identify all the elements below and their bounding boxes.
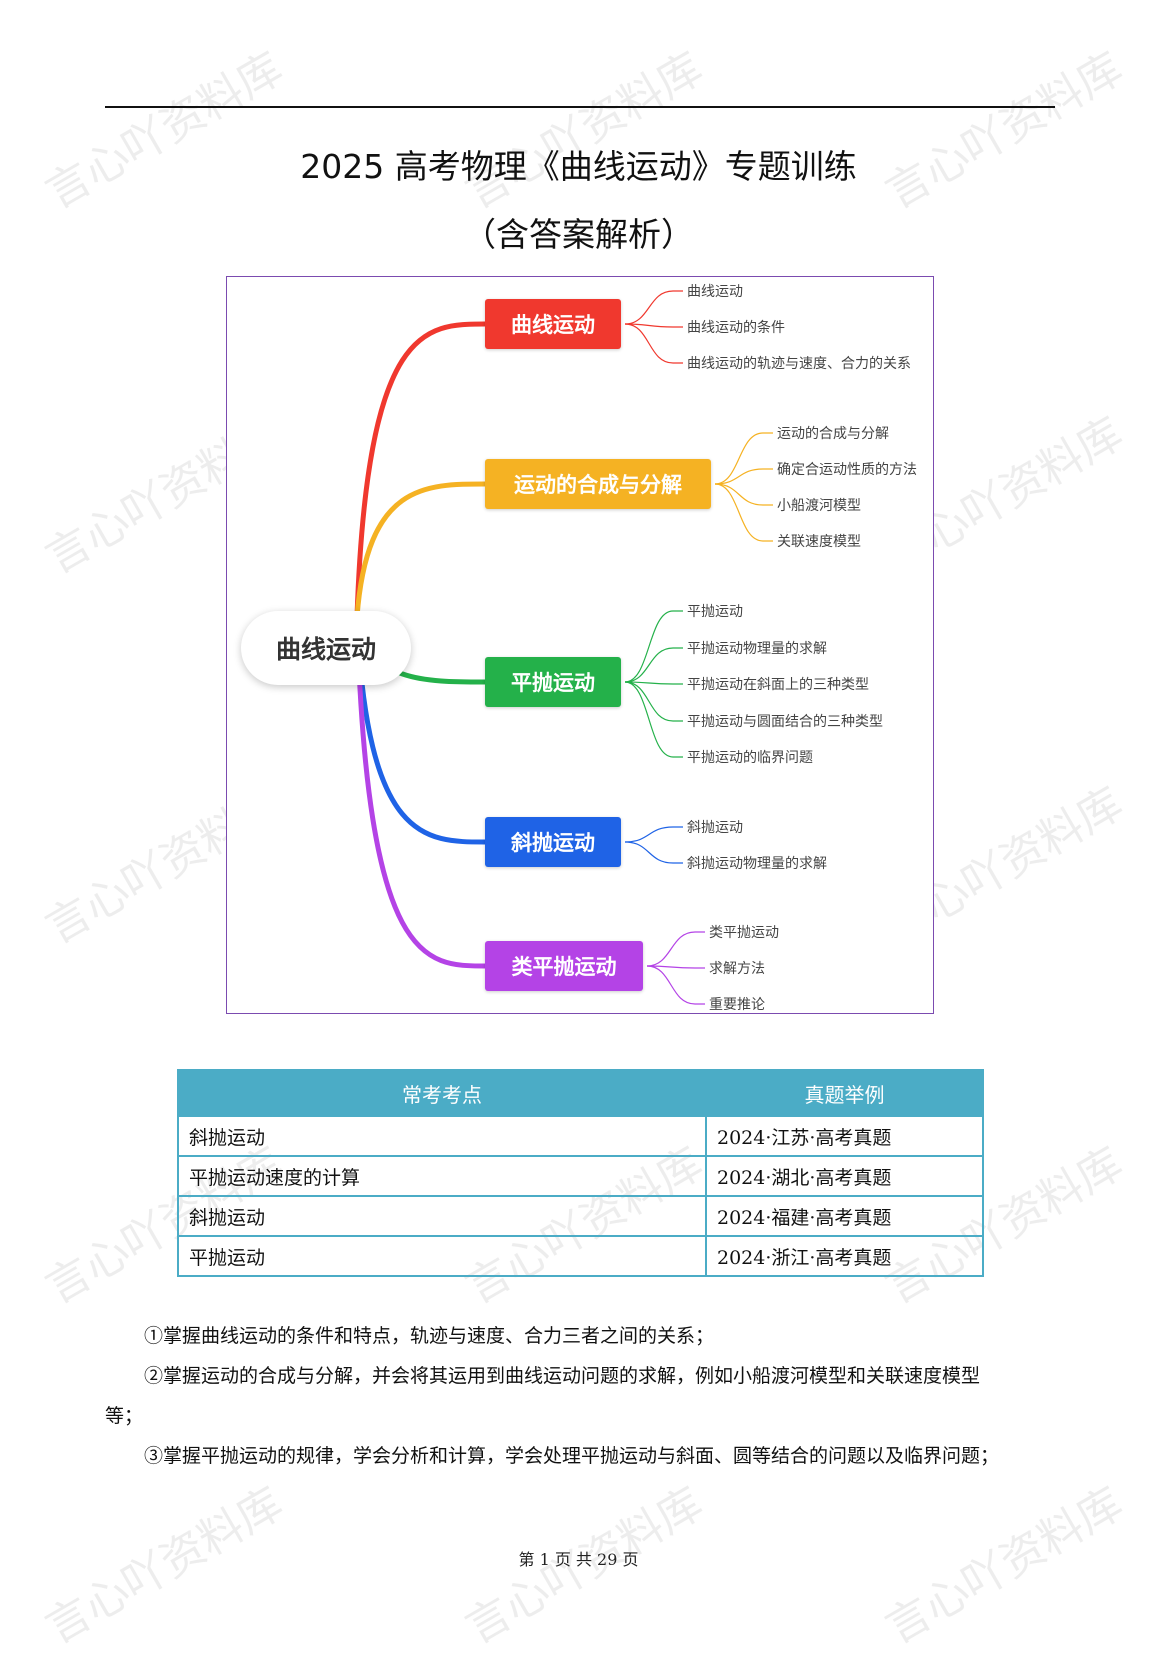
watermark: 言心吖资料库 (37, 42, 292, 219)
table-row: 斜抛运动 2024·江苏·高考真题 (177, 1115, 984, 1157)
mind-map-leaf: 平抛运动的临界问题 (687, 750, 813, 766)
leaf-connector (646, 965, 705, 969)
leaf-connector (624, 647, 683, 683)
leaf-connector (624, 681, 683, 685)
mind-map-leaf: 平抛运动物理量的求解 (687, 641, 827, 657)
mind-map-root: 曲线运动 (241, 611, 411, 685)
mind-map: 曲线运动 曲线运动 运动的合成与分解 平抛运动 斜抛运动 类平抛运动 曲线运动 … (226, 276, 934, 1014)
table-row: 平抛运动速度的计算 2024·湖北·高考真题 (177, 1155, 984, 1197)
mind-map-leaf: 求解方法 (709, 961, 765, 977)
leaf-connector (624, 841, 683, 864)
table-cell: 斜抛运动 (177, 1115, 707, 1157)
mind-map-leaf: 确定合运动性质的方法 (777, 462, 917, 478)
exam-points-table: 常考考点 真题举例 斜抛运动 2024·江苏·高考真题 平抛运动速度的计算 20… (177, 1069, 984, 1277)
leaf-connector (646, 931, 705, 967)
mind-map-leaf: 小船渡河模型 (777, 498, 861, 514)
leaf-connector (624, 323, 683, 364)
branch-connector (354, 481, 486, 618)
mind-map-leaf: 斜抛运动 (687, 820, 743, 836)
watermark: 言心吖资料库 (457, 42, 712, 219)
branch-connector (354, 616, 486, 969)
table-cell: 平抛运动 (177, 1235, 707, 1277)
leaf-connector (714, 432, 773, 485)
table-header-cell: 真题举例 (705, 1069, 984, 1117)
table-row: 平抛运动 2024·浙江·高考真题 (177, 1235, 984, 1277)
mind-map-leaf: 运动的合成与分解 (777, 426, 889, 442)
leaf-connector (714, 483, 773, 542)
table-cell: 2024·浙江·高考真题 (705, 1235, 984, 1277)
leaf-connector (714, 483, 773, 506)
objective-2-continued: 等； (105, 1405, 144, 1427)
watermark: 言心吖资料库 (877, 42, 1132, 219)
leaf-connector (624, 681, 683, 722)
mind-map-leaf: 平抛运动在斜面上的三种类型 (687, 677, 869, 693)
page-footer: 第 1 页 共 29 页 (518, 1550, 639, 1569)
table-header-row: 常考考点 真题举例 (177, 1069, 984, 1117)
mind-map-leaf: 曲线运动 (687, 284, 743, 300)
objective-1: ①掌握曲线运动的条件和特点，轨迹与速度、合力三者之间的关系； (144, 1325, 715, 1347)
mind-map-connectors (354, 290, 773, 1005)
mind-map-branch-composition: 运动的合成与分解 (485, 459, 711, 509)
document-title: 2025 高考物理《曲线运动》专题训练 (300, 147, 857, 186)
objective-3: ③掌握平抛运动的规律，学会分析和计算，学会处理平抛运动与斜面、圆等结合的问题以及… (144, 1445, 1000, 1467)
mind-map-leaf: 曲线运动的轨迹与速度、合力的关系 (687, 356, 911, 372)
document-subtitle: （含答案解析） (463, 215, 694, 254)
table-cell: 2024·江苏·高考真题 (705, 1115, 984, 1157)
leaf-connector (624, 610, 683, 683)
mind-map-leaf: 曲线运动的条件 (687, 320, 785, 336)
leaf-connector (646, 965, 705, 1005)
mind-map-branch-horizontal-projectile: 平抛运动 (485, 657, 621, 707)
mind-map-leaf: 平抛运动 (687, 604, 743, 620)
leaf-connector (714, 468, 773, 485)
leaf-connector (624, 290, 683, 325)
objective-2: ②掌握运动的合成与分解，并会将其运用到曲线运动问题的求解，例如小船渡河模型和关联… (144, 1365, 981, 1387)
header-rule (105, 106, 1055, 108)
mind-map-branch-oblique-projectile: 斜抛运动 (485, 817, 621, 867)
mind-map-leaf: 类平抛运动 (709, 925, 779, 941)
table-cell: 平抛运动速度的计算 (177, 1155, 707, 1197)
mind-map-leaf: 关联速度模型 (777, 534, 861, 550)
mind-map-leaf: 重要推论 (709, 997, 765, 1013)
leaf-connector (624, 323, 683, 328)
branch-connector (354, 321, 486, 618)
table-cell: 2024·湖北·高考真题 (705, 1155, 984, 1197)
mind-map-branch-quasi-projectile: 类平抛运动 (485, 941, 643, 991)
table-row: 斜抛运动 2024·福建·高考真题 (177, 1195, 984, 1237)
leaf-connector (624, 681, 683, 758)
mind-map-branch-curve-motion: 曲线运动 (485, 299, 621, 349)
table-cell: 斜抛运动 (177, 1195, 707, 1237)
table-header-cell: 常考考点 (177, 1069, 707, 1117)
branch-connector (354, 616, 486, 845)
mind-map-leaf: 斜抛运动物理量的求解 (687, 856, 827, 872)
leaf-connector (624, 826, 683, 843)
table-cell: 2024·福建·高考真题 (705, 1195, 984, 1237)
mind-map-leaf: 平抛运动与圆面结合的三种类型 (687, 714, 883, 730)
